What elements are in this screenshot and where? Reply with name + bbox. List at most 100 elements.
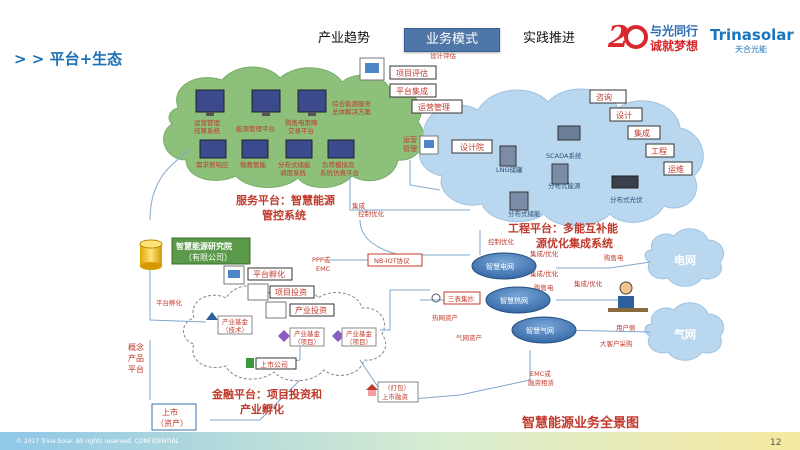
eng-title-1: 工程平台：多能互补能: [508, 221, 618, 235]
flow-label: 购售电: [534, 283, 554, 292]
smart-grid-node: [471, 252, 537, 280]
network-label: 三表集抄: [448, 294, 475, 303]
trina-logo: Trinasolar 天合光能: [710, 26, 794, 54]
ipo-box: [151, 403, 197, 431]
svc-label: 分布式储能: [278, 160, 311, 169]
service-title-1: 服务平台：智慧能源: [236, 193, 335, 207]
smart-heat-node: [485, 286, 551, 314]
ipo-label: 上市: [162, 407, 178, 417]
side-label: 概念: [128, 342, 144, 352]
flow-label: 用户侧: [616, 323, 636, 332]
nbiot-label: NB-IOT协议: [374, 256, 410, 265]
diagram-caption: 智慧能源业务全景图: [522, 415, 639, 431]
project-eval-box: [389, 65, 437, 80]
flow-label: 集成/优化: [530, 249, 559, 258]
network-label: 智慧气网: [526, 326, 554, 335]
smart-gas-node: [511, 316, 577, 344]
section-title: > > 平台+生态: [14, 50, 122, 68]
finance-box: 产业投资: [295, 305, 327, 315]
flow-label: 控制优化: [358, 209, 385, 218]
nbiot-box: [367, 253, 423, 267]
svc-label: 能源管理平台: [236, 124, 275, 133]
finance-box: 平台孵化: [253, 269, 285, 279]
gas-label: 气网: [673, 327, 696, 341]
institute-box: [171, 237, 251, 265]
flow-label: 集成/优化: [574, 279, 603, 288]
tab-industry-trends[interactable]: 产业趋势: [317, 31, 370, 46]
institute-label-2: （有限公司）: [184, 252, 232, 262]
service-cloud: [163, 66, 425, 189]
server-icon: [499, 125, 639, 211]
page-number: 12: [770, 438, 781, 448]
fund-label: （项目）: [294, 338, 320, 346]
house-icon: [366, 384, 378, 396]
network-label: 智慧热网: [500, 296, 528, 305]
eng-label: 分布式光伏: [610, 195, 643, 204]
pack-label-2: 上市融资: [382, 392, 409, 401]
svc-label: 设计评估: [430, 51, 457, 60]
gear-icon: [431, 293, 441, 303]
flow-label: EMC或: [530, 369, 551, 378]
svc-label: 交易平台: [288, 126, 314, 135]
flow-label: 热网资产: [432, 313, 459, 322]
flow-label: PPP或: [312, 255, 331, 264]
side-label: 平台: [128, 364, 144, 374]
anniversary-logo: 2 与光同行 诚就梦想: [607, 20, 698, 55]
gas-cloud: [644, 302, 724, 361]
eng-box: 运维: [668, 164, 684, 174]
fund-label: （项目）: [346, 338, 372, 346]
svc-label: 综合能源服务: [332, 99, 372, 108]
trina-logo-cn: 天合光能: [735, 44, 767, 54]
institute-label: 智慧能源研究院: [176, 241, 232, 251]
tab-practice[interactable]: 实践推进: [522, 31, 575, 46]
finance-box: 项目投资: [275, 287, 307, 297]
engineering-cloud: [419, 88, 704, 227]
anniv-text-2: 诚就梦想: [650, 38, 698, 53]
eng-box: 设计: [616, 110, 632, 120]
eng-title-2: 源优化集成系统: [536, 236, 613, 250]
user-desk-icon: [608, 281, 648, 312]
flow-label: 气网资产: [456, 333, 483, 342]
svc-label: 微教管能: [240, 160, 267, 169]
service-box: 管理: [403, 144, 417, 153]
svc-label: 负荷模拟及: [322, 160, 355, 169]
anniv-text-1: 与光同行: [650, 23, 698, 38]
institute-cylinder-icon: [139, 239, 163, 270]
monitor-icon: [195, 89, 355, 159]
fund-label: 产业基金: [346, 329, 373, 338]
eng-box: 集成: [634, 128, 650, 138]
eng-label: 分布式能源: [548, 181, 581, 190]
listed-label: 上市公司: [260, 360, 288, 369]
eng-box: 咨询: [596, 92, 612, 102]
service-box: 平台集成: [396, 86, 428, 96]
eng-label: 分布式储能: [508, 209, 541, 218]
footer-bar: [0, 432, 800, 450]
fund-label: （技术）: [222, 325, 248, 334]
svc-label: 购售电策略: [285, 118, 318, 127]
side-label: 产品: [128, 353, 144, 363]
eng-box: 工程: [651, 147, 667, 156]
copyright: © 2017 Trina Solar. All rights reserved.…: [16, 438, 180, 445]
flow-label: EMC: [316, 265, 331, 273]
flow-label: 融资租赁: [528, 378, 555, 387]
eng-label: SCADA系统: [546, 151, 582, 160]
service-box: 项目评估: [396, 68, 428, 78]
svc-label: 调度系统: [280, 168, 307, 177]
svc-label: 运营管理: [194, 118, 221, 127]
eng-box: 设计院: [460, 142, 484, 152]
svc-label: 总体解决方案: [332, 107, 372, 116]
fund-label: 产业基金: [222, 317, 249, 326]
tab-business-model[interactable]: 业务模式: [404, 28, 500, 52]
trina-logo-en: Trinasolar: [710, 26, 794, 44]
service-title-2: 管控系统: [262, 208, 306, 222]
listed-company-box: [255, 357, 297, 370]
network-label: 智慧电网: [486, 262, 514, 271]
finance-title-2: 产业孵化: [240, 402, 284, 416]
ipo-label-2: （资产）: [156, 418, 188, 428]
grid-label: 电网: [674, 253, 696, 267]
flow-label: 购售电: [604, 253, 624, 262]
svc-label: 需求侧响应: [196, 160, 229, 169]
flow-label: 集成/优化: [530, 269, 559, 278]
finance-title-1: 金融平台：项目投资和: [211, 387, 322, 401]
